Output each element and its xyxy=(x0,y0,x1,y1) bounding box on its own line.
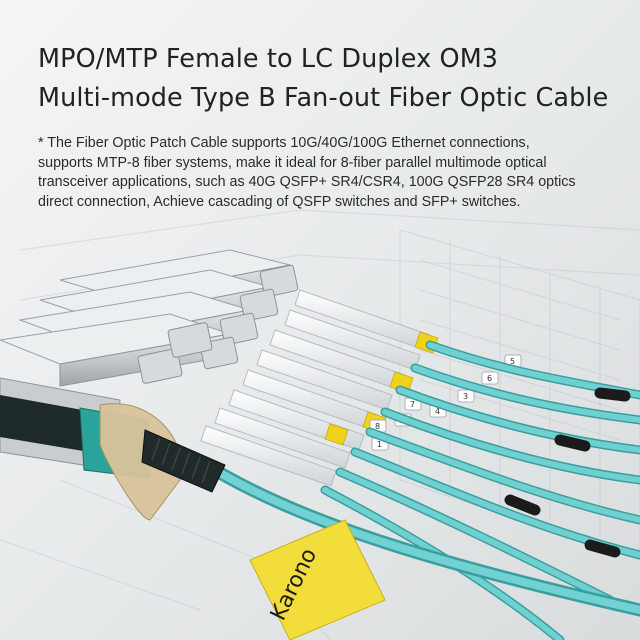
product-title-line-1: MPO/MTP Female to LC Duplex OM3 xyxy=(38,44,499,74)
port-label-8: 8 xyxy=(375,422,380,431)
server-background xyxy=(0,209,640,640)
mpo-connector xyxy=(0,377,226,521)
brand-tag: Karono xyxy=(249,519,386,640)
product-title-line-2: Multi-mode Type B Fan-out Fiber Optic Ca… xyxy=(38,83,609,113)
port-label-1: 1 xyxy=(377,440,382,449)
trunk-cable xyxy=(208,463,640,617)
port-label-7: 7 xyxy=(410,400,415,409)
port-label-6: 6 xyxy=(487,374,492,383)
text-block: MPO/MTP Female to LC Duplex OM3 Multi-mo… xyxy=(38,40,608,212)
port-label-4: 4 xyxy=(435,407,440,416)
product-title: MPO/MTP Female to LC Duplex OM3 Multi-mo… xyxy=(38,40,608,118)
transceiver-modules xyxy=(0,249,299,387)
product-description: * The Fiber Optic Patch Cable supports 1… xyxy=(38,135,576,210)
port-label-5: 5 xyxy=(510,357,515,366)
port-label-3: 3 xyxy=(463,392,468,401)
